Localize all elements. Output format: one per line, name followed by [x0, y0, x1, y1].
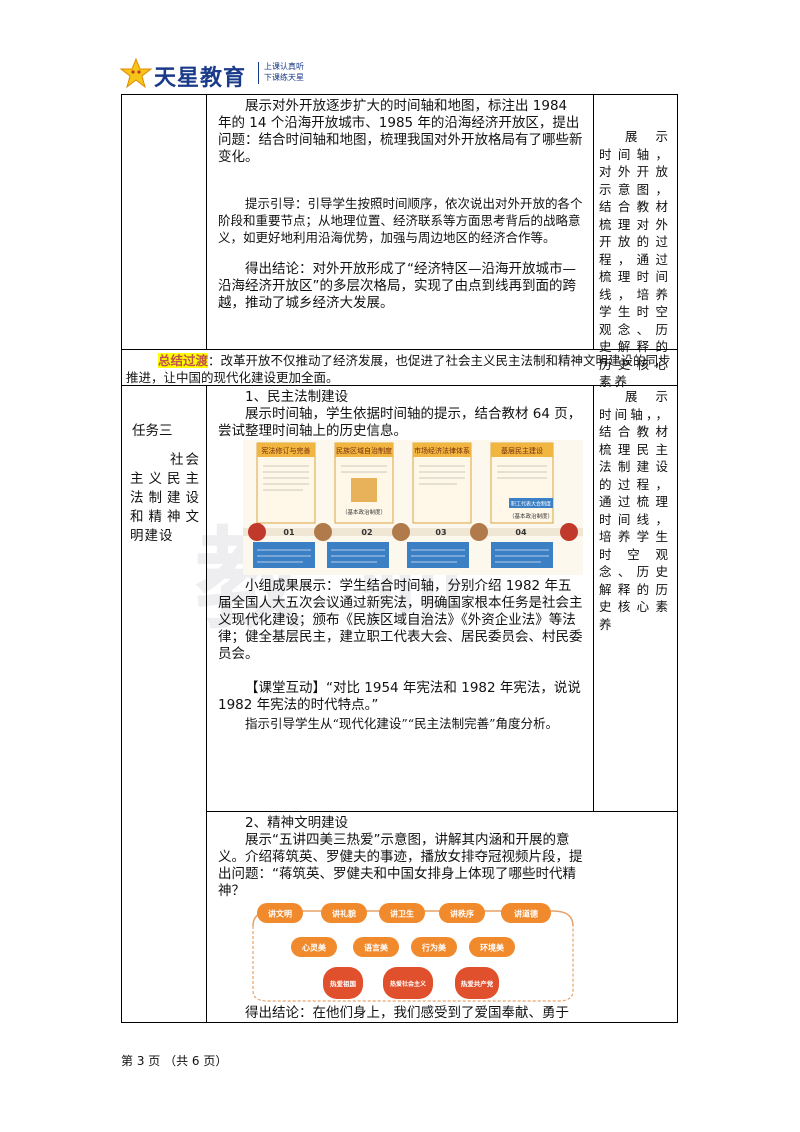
task3-label: 任务三 [132, 423, 173, 439]
task3-teaching-note: 展示时间轴，，结合教材梳理民主法制建设的过程，通过梳理时间线，培养学生时空观念、… [599, 389, 671, 632]
table-border-right [677, 94, 678, 1023]
diagram-svg: 讲文明 讲礼貌 讲卫生 讲秩序 讲道德 心灵美 语言美 行为美 环境美 热爱祖国… [243, 901, 583, 1007]
summary-bottom [121, 385, 678, 386]
row1-paragraph-3: 得出结论：对外开放形成了“经济特区—沿海开放城市—沿海经济开放区”的多层次格局，… [218, 261, 576, 311]
sub1-paragraph-4: 指示引导学生从“现代化建设”“民主法制完善”角度分析。 [245, 716, 559, 731]
diagram-item-jiang-zhixu: 讲秩序 [450, 909, 474, 919]
sub1-paragraph-1: 展示时间轴，学生依据时间轴的提示，结合教材 64 页，尝试整理时间轴上的历史信息… [218, 406, 582, 439]
table-border-left [121, 94, 122, 1023]
legal-timeline-figure: 宪法修订与完善 民族区域自治制度 （基本政治制度） 市场经济法律体系 基层民主建… [243, 440, 583, 575]
row1-divider-right [593, 94, 594, 350]
table-border-top-right [593, 94, 678, 95]
diagram-item-xingwei-mei: 行为美 [421, 943, 447, 953]
timeline-card-label-3: 市场经济法律体系 [414, 446, 470, 455]
timeline-caption-1: （基本政治制度） [342, 508, 386, 516]
sub2-heading: 2、精神文明建设 [245, 815, 349, 831]
diagram-item-xinling-mei: 心灵美 [302, 943, 327, 953]
row1-bottom [121, 349, 678, 350]
timeline-card-label-4: 基层民主建设 [501, 446, 543, 455]
summary-transition: 总结过渡：改革开放不仅推动了经济发展，也促进了社会主义民主法制和精神文明建设的同… [126, 353, 671, 385]
row1-teaching-note: 展示时间轴，对外开放示意图，结合教材梳理对外开放的过程，通过梳理时间线，培养学生… [599, 129, 671, 389]
sub1-classroom-interaction: 【课堂互动】“对比 1954 年宪法和 1982 年宪法，说说 1982 年宪法… [218, 680, 581, 713]
table-border-top [121, 94, 594, 95]
timeline-svg: 宪法修订与完善 民族区域自治制度 （基本政治制度） 市场经济法律体系 基层民主建… [243, 440, 583, 575]
timeline-caption-2: （基本政治制度） [509, 512, 553, 520]
sub1-paragraph-2: 小组成果展示：学生结合时间轴，分别介绍 1982 年五届全国人大五次会议通过新宪… [218, 578, 583, 662]
diagram-item-jiang-weisheng: 讲卫生 [390, 909, 414, 919]
diagram-item-jiang-wenming: 讲文明 [268, 909, 292, 919]
diagram-item-love-party: 热爱共产党 [461, 979, 494, 988]
logo-separator [258, 62, 259, 84]
sub1-bottom [206, 811, 678, 812]
timeline-blue-label: 职工代表大会制度 [511, 501, 551, 508]
diagram-item-love-socialism: 热爱社会主义 [390, 980, 427, 988]
diagram-row-3: 热爱祖国 热爱社会主义 热爱共产党 [323, 967, 499, 999]
diagram-item-yuyan-mei: 语言美 [364, 943, 389, 953]
brand-slogan: 上课认真听 下课练天星 [264, 62, 304, 82]
task3-title: 社会主义民主法制建设和精神文明建设 [130, 452, 200, 544]
timeline-card-4: 基层民主建设 职工代表大会制度 （基本政治制度） [490, 442, 554, 524]
row1-divider-left [206, 94, 207, 350]
diagram-item-jiang-limao: 讲礼貌 [332, 909, 356, 919]
sub2-paragraph-1: 展示“五讲四美三热爱”示意图，讲解其内涵和开展的意义。介绍蒋筑英、罗健夫的事迹，… [218, 832, 583, 899]
timeline-card-label-1: 宪法修订与完善 [262, 446, 311, 455]
diagram-item-huanjing-mei: 环境美 [480, 943, 505, 953]
row1-paragraph-1: 展示对外开放逐步扩大的时间轴和地图，标注出 1984 年的 14 个沿海开放城市… [218, 98, 583, 165]
task3-divider-left [206, 385, 207, 1023]
table-border-bottom [121, 1022, 678, 1023]
five-four-three-diagram: 讲文明 讲礼貌 讲卫生 讲秩序 讲道德 心灵美 语言美 行为美 环境美 热爱祖国… [243, 901, 583, 1007]
row1-paragraph-2: 提示引导：引导学生按照时间顺序，依次说出对外开放的各个阶段和重要节点；从地理位置… [218, 196, 583, 245]
timeline-card-3: 市场经济法律体系 [412, 442, 472, 524]
diagram-row-2: 心灵美 语言美 行为美 环境美 [291, 937, 515, 957]
timeline-number-2: 02 [361, 528, 372, 537]
timeline-card-label-2: 民族区域自治制度 [336, 446, 392, 455]
sub2-paragraph-2: 得出结论：在他们身上，我们感受到了爱国奉献、勇于 [245, 1005, 569, 1021]
brand-name: 天星教育 [154, 66, 247, 91]
diagram-item-love-country: 热爱祖国 [330, 979, 357, 988]
timeline-number-4: 04 [515, 528, 527, 537]
page-footer: 第 3 页 （共 6 页） [121, 1054, 228, 1068]
timeline-card-1: 宪法修订与完善 [256, 442, 316, 524]
sub1-heading: 1、民主法制建设 [245, 389, 349, 405]
header-logo: 天星教育 上课认真听 下课练天星 [120, 58, 320, 91]
diagram-row-1: 讲文明 讲礼貌 讲卫生 讲秩序 讲道德 [257, 903, 551, 923]
diagram-item-jiang-daode: 讲道德 [514, 909, 538, 919]
timeline-number-1: 01 [283, 528, 295, 537]
star-logo-icon [120, 58, 152, 88]
timeline-number-3: 03 [435, 528, 446, 537]
timeline-card-2: 民族区域自治制度 （基本政治制度） [334, 442, 394, 524]
task3-divider-right [593, 385, 594, 812]
summary-label: 总结过渡 [158, 353, 209, 368]
